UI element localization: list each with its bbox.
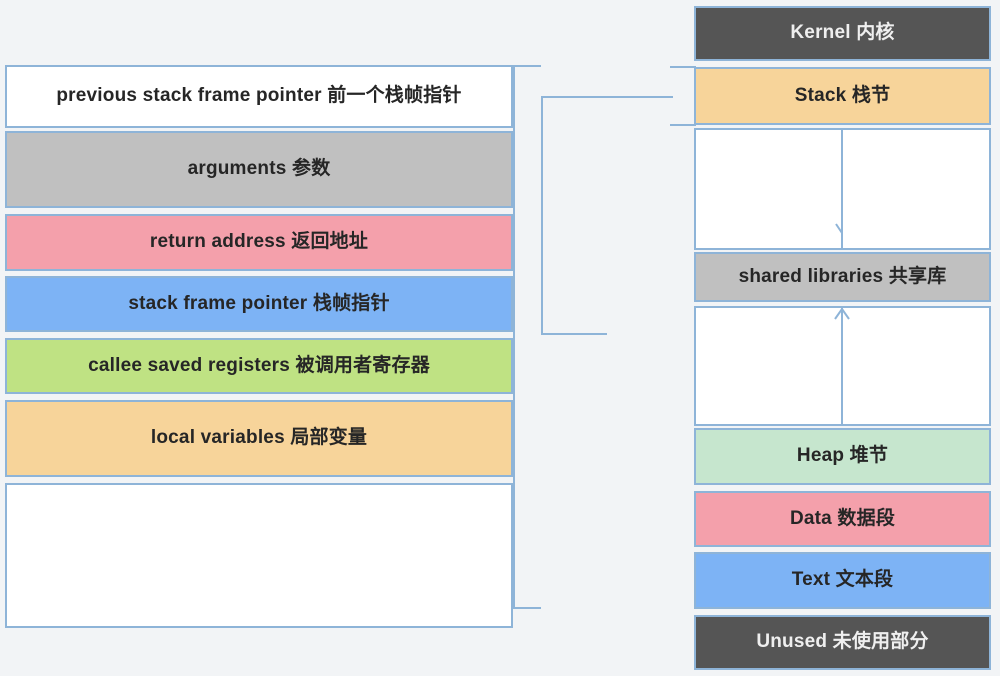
row-label: arguments 参数: [187, 158, 331, 180]
memory-row-unused[interactable]: Unused 未使用部分: [694, 615, 991, 670]
memory-row-data[interactable]: Data 数据段: [694, 491, 991, 547]
stack-frame-row-return-address[interactable]: return address 返回地址: [5, 214, 513, 271]
gap-divider: [841, 308, 843, 424]
stack-frame-row-previous-stack-frame-pointer[interactable]: previous stack frame pointer 前一个栈帧指针: [5, 65, 513, 128]
row-label: return address 返回地址: [149, 231, 369, 253]
row-label: shared libraries 共享库: [738, 265, 947, 287]
stack-frame-row-empty-space[interactable]: [5, 483, 513, 628]
row-label: Text 文本段: [791, 569, 894, 591]
stack-frame-row-arguments[interactable]: arguments 参数: [5, 131, 513, 208]
row-label: Heap 堆节: [796, 445, 889, 467]
gap-divider: [841, 130, 843, 248]
row-label: Kernel 内核: [790, 22, 895, 44]
row-label: previous stack frame pointer 前一个栈帧指针: [56, 85, 462, 107]
row-label: local variables 局部变量: [150, 427, 368, 449]
row-label: Data 数据段: [789, 507, 896, 529]
memory-row-shared-libraries[interactable]: shared libraries 共享库: [694, 252, 991, 302]
memory-row-gap-lower[interactable]: [694, 306, 991, 426]
stack-frame-row-local-variables[interactable]: local variables 局部变量: [5, 400, 513, 477]
row-label: Unused 未使用部分: [756, 631, 929, 653]
row-label: Stack 栈节: [794, 84, 891, 106]
connector-frame-to-stack-outer: [513, 65, 541, 609]
stack-expand-down-arrow: [835, 212, 843, 234]
connector-run-horizontal: [605, 96, 673, 98]
row-label: stack frame pointer 栈帧指针: [128, 292, 390, 314]
stack-frame-row-callee-saved-registers[interactable]: callee saved registers 被调用者寄存器: [5, 338, 513, 394]
connector-frame-to-stack-inner: [541, 96, 607, 335]
heap-expand-up-arrow: [834, 307, 850, 332]
memory-row-text[interactable]: Text 文本段: [694, 552, 991, 609]
stack-frame-row-stack-frame-pointer[interactable]: stack frame pointer 栈帧指针: [5, 276, 513, 332]
connector-stack-bracket: [670, 66, 696, 126]
memory-row-stack[interactable]: Stack 栈节: [694, 67, 991, 125]
memory-row-gap-upper[interactable]: [694, 128, 991, 250]
memory-row-heap[interactable]: Heap 堆节: [694, 428, 991, 485]
row-label: callee saved registers 被调用者寄存器: [88, 354, 430, 376]
memory-row-kernel[interactable]: Kernel 内核: [694, 6, 991, 61]
